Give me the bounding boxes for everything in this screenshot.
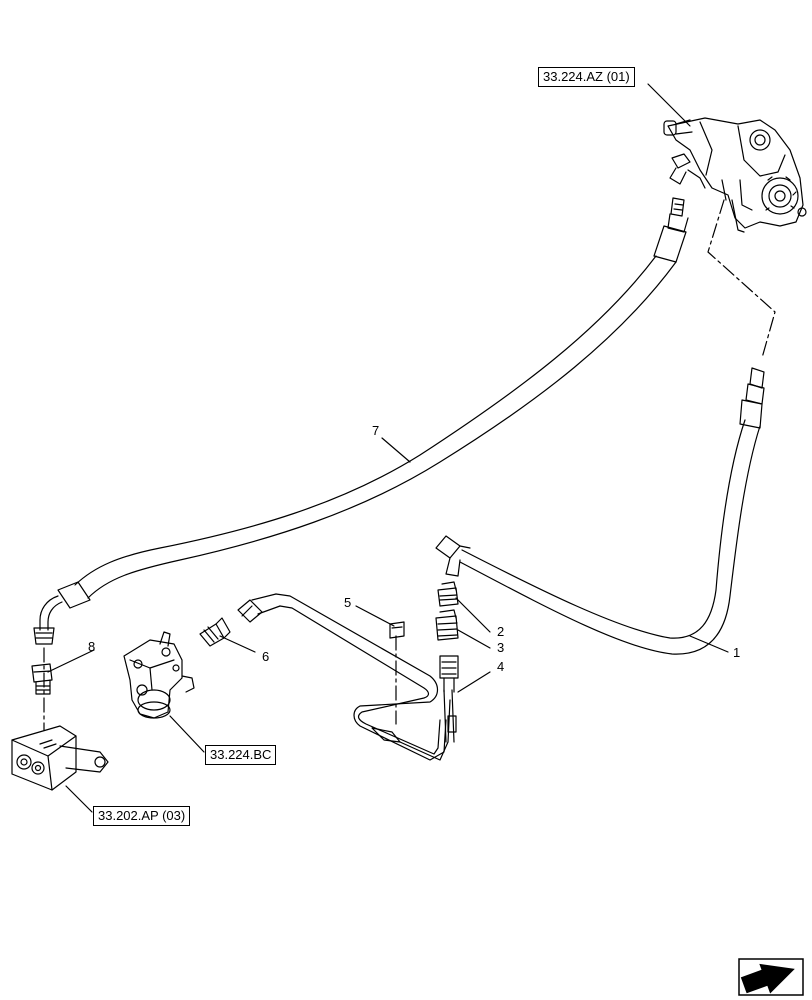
valve-assembly-top xyxy=(663,117,807,233)
callout-8-leader xyxy=(47,649,95,673)
fitting-3 xyxy=(435,609,459,641)
filter-assembly xyxy=(123,631,195,719)
fitting-6 xyxy=(199,617,231,647)
callout-4: 4 xyxy=(497,659,505,674)
callout-8: 8 xyxy=(88,639,96,654)
ref-bc-leader xyxy=(169,715,205,753)
callout-7: 7 xyxy=(372,423,380,438)
callout-3: 3 xyxy=(497,640,505,655)
callout-6: 6 xyxy=(262,649,270,664)
callout-5: 5 xyxy=(344,595,352,610)
ref-ap-leader xyxy=(65,785,93,813)
callout-2: 2 xyxy=(497,624,505,639)
bolt-5 xyxy=(389,621,405,639)
callout-1: 1 xyxy=(733,645,741,660)
next-page-arrow-icon[interactable] xyxy=(738,958,804,996)
callout-2-leader xyxy=(455,597,491,633)
callout-4-leader xyxy=(457,671,491,693)
ref-az-leader xyxy=(647,83,691,127)
valve-block xyxy=(11,725,109,791)
hose-7 xyxy=(33,197,689,645)
reference-box-az[interactable]: 33.224.AZ (01) xyxy=(538,67,635,87)
alignment-line-right xyxy=(707,199,776,359)
fitting-2 xyxy=(437,581,459,607)
callout-6-leader xyxy=(219,635,256,653)
callout-3-leader xyxy=(457,629,491,649)
callout-5-leader xyxy=(355,605,395,627)
reference-box-ap[interactable]: 33.202.AP (03) xyxy=(93,806,191,826)
callout-7-leader xyxy=(381,437,411,463)
tube-assembly-4 xyxy=(237,593,459,761)
reference-box-bc[interactable]: 33.224.BC xyxy=(205,745,277,765)
callout-1-leader xyxy=(689,635,729,653)
fitting-8 xyxy=(31,663,53,695)
